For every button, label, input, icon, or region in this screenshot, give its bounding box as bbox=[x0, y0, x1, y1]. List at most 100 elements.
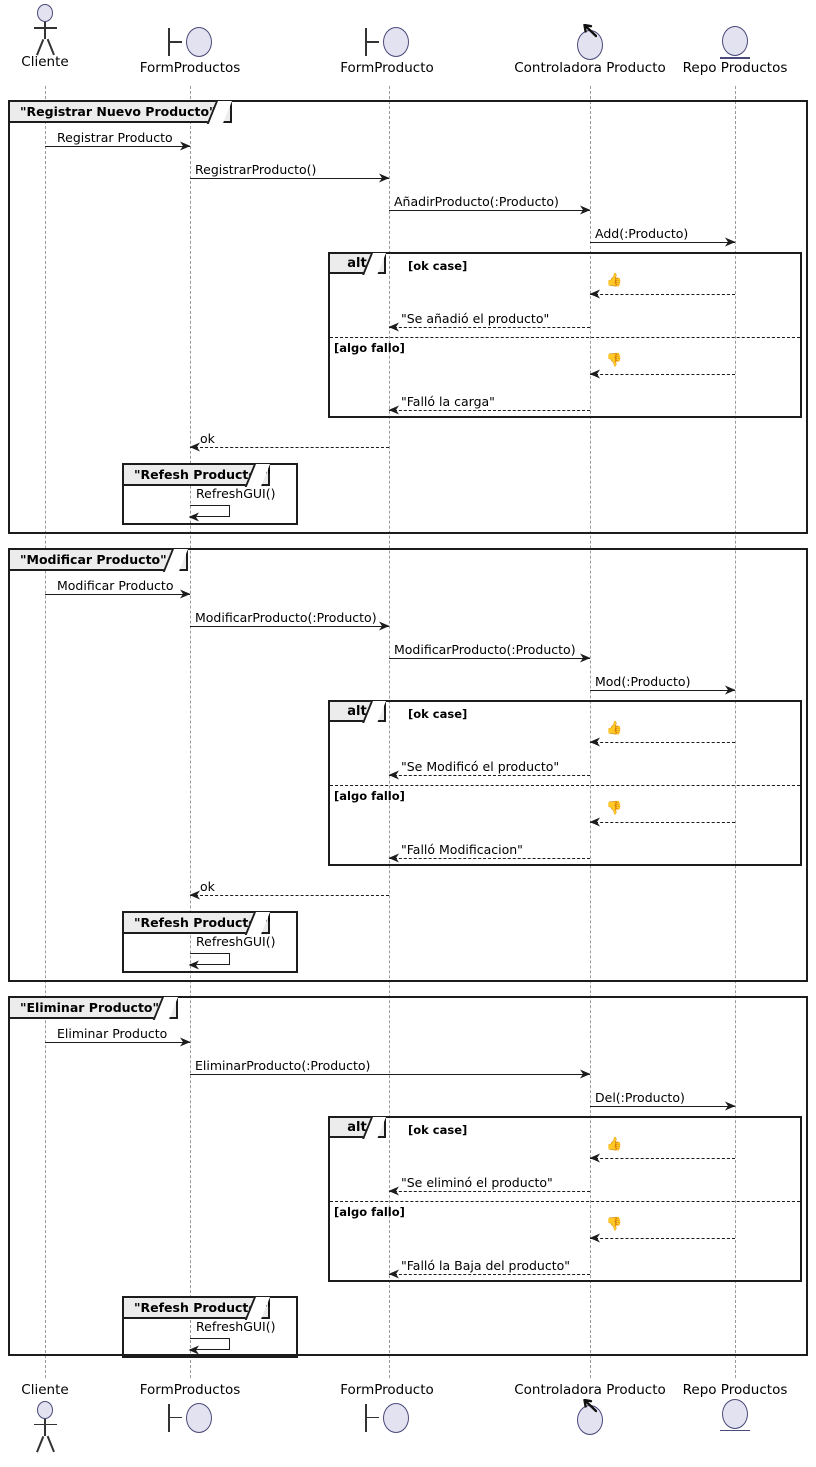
message-mod-call[interactable]: Mod(:Producto) bbox=[590, 675, 736, 695]
fragment-refesh-2[interactable]: "Refesh Productos" bbox=[122, 911, 298, 973]
message-fallo-modificacion[interactable]: "Falló Modificacion" bbox=[388, 843, 590, 863]
participant-label: Cliente bbox=[21, 54, 69, 70]
message-label: Modificar Producto bbox=[57, 577, 174, 593]
arrowhead-icon bbox=[725, 1101, 736, 1111]
message-label: ok bbox=[200, 430, 215, 446]
participant-controladora-top[interactable]: Controladora Producto bbox=[505, 24, 675, 76]
guard-ok: [ok case] bbox=[408, 259, 468, 273]
fragment-modificar[interactable]: "Modificar Producto" bbox=[8, 548, 808, 982]
message-label: "Falló la Baja del producto" bbox=[401, 1257, 571, 1273]
fragment-registrar[interactable]: "Registrar Nuevo Producto" bbox=[8, 100, 808, 534]
arrowhead-icon bbox=[388, 770, 399, 780]
message-fallo-carga[interactable]: "Falló la carga" bbox=[388, 395, 590, 415]
message-label: RefreshGUI() bbox=[196, 486, 276, 501]
message-ok-to-formproductos-2[interactable]: ok bbox=[189, 880, 389, 900]
message-se-anadio[interactable]: "Se añadió el producto" bbox=[388, 312, 590, 332]
fragment-label: "Modificar Producto" bbox=[10, 549, 188, 572]
arrowhead-icon bbox=[189, 442, 200, 452]
message-anadirproducto-call[interactable]: AñadirProducto(:Producto) bbox=[389, 195, 591, 215]
alt-fragment-registrar[interactable]: alt [ok case] [algo fallo] bbox=[328, 252, 802, 418]
message-label: ModificarProducto(:Producto) bbox=[195, 609, 377, 625]
alt-divider bbox=[330, 337, 800, 338]
message-label: "Falló Modificacion" bbox=[401, 841, 523, 857]
message-modificar-producto[interactable]: Modificar Producto bbox=[45, 579, 191, 599]
message-label: "Falló la carga" bbox=[401, 393, 495, 409]
message-modificarproducto-call-1[interactable]: ModificarProducto(:Producto) bbox=[190, 611, 390, 631]
thumbs-down-icon: 👎 bbox=[606, 801, 623, 816]
participant-label: FormProducto bbox=[340, 60, 434, 76]
participant-cliente-top[interactable]: Cliente bbox=[0, 4, 90, 70]
fragment-label: "Refesh Productos" bbox=[124, 464, 271, 487]
message-label: Mod(:Producto) bbox=[595, 673, 691, 689]
lifeline-formproducto bbox=[389, 86, 390, 1378]
message-eliminar-producto[interactable]: Eliminar Producto bbox=[45, 1027, 191, 1047]
lifeline-cliente bbox=[45, 86, 46, 1378]
alt-divider bbox=[330, 785, 800, 786]
guard-fail: [algo fallo] bbox=[334, 1205, 405, 1219]
lifeline-repo bbox=[735, 86, 736, 1378]
participant-label: Repo Productos bbox=[682, 60, 788, 76]
message-se-elimino[interactable]: "Se eliminó el producto" bbox=[388, 1176, 590, 1196]
participant-repo-bottom[interactable]: Repo Productos bbox=[670, 1383, 800, 1436]
participant-formproducto-top[interactable]: FormProducto bbox=[320, 22, 454, 76]
thumbs-down-icon: 👎 bbox=[606, 353, 623, 368]
arrowhead-icon bbox=[388, 853, 399, 863]
message-modificarproducto-call-2[interactable]: ModificarProducto(:Producto) bbox=[389, 643, 591, 663]
arrowhead-icon bbox=[725, 685, 736, 695]
self-message-refreshgui-2[interactable]: RefreshGUI() bbox=[188, 935, 275, 970]
entity-icon bbox=[720, 1398, 750, 1435]
participant-label: FormProductos bbox=[139, 60, 241, 76]
message-fallo-baja[interactable]: "Falló la Baja del producto" bbox=[388, 1259, 590, 1279]
arrowhead-icon bbox=[589, 1233, 600, 1243]
message-fail-return-repo[interactable]: 👎 bbox=[589, 354, 735, 379]
participant-cliente-bottom[interactable]: Cliente bbox=[0, 1383, 90, 1452]
arrowhead-icon bbox=[379, 621, 390, 631]
alt-fragment-modificar[interactable]: alt [ok case] [algo fallo] bbox=[328, 700, 802, 866]
message-ok-to-formproductos[interactable]: ok bbox=[189, 432, 389, 452]
participant-controladora-bottom[interactable]: Controladora Producto bbox=[505, 1383, 675, 1438]
participant-formproductos-bottom[interactable]: FormProductos bbox=[120, 1383, 260, 1438]
arrowhead-icon bbox=[180, 141, 191, 151]
message-fail-return-repo-3[interactable]: 👎 bbox=[589, 1218, 735, 1243]
boundary-icon bbox=[168, 1402, 212, 1434]
message-ok-return-repo[interactable]: 👍 bbox=[589, 274, 735, 299]
arrowhead-icon bbox=[388, 1269, 399, 1279]
guard-fail: [algo fallo] bbox=[334, 789, 405, 803]
message-label: Add(:Producto) bbox=[595, 225, 689, 241]
guard-ok: [ok case] bbox=[408, 707, 468, 721]
fragment-refesh-1[interactable]: "Refesh Productos" bbox=[122, 463, 298, 525]
arrowhead-icon bbox=[580, 205, 591, 215]
boundary-icon bbox=[168, 26, 212, 58]
message-fail-return-repo-2[interactable]: 👎 bbox=[589, 802, 735, 827]
message-registrarproducto-call[interactable]: RegistrarProducto() bbox=[190, 163, 390, 183]
alt-divider bbox=[330, 1201, 800, 1202]
participant-formproducto-bottom[interactable]: FormProducto bbox=[320, 1382, 454, 1438]
actor-icon bbox=[30, 4, 60, 56]
message-del-call[interactable]: Del(:Producto) bbox=[590, 1091, 736, 1111]
message-ok-return-repo-2[interactable]: 👍 bbox=[589, 722, 735, 747]
message-ok-return-repo-3[interactable]: 👍 bbox=[589, 1138, 735, 1163]
self-message-refreshgui-3[interactable]: RefreshGUI() bbox=[188, 1320, 275, 1355]
lifeline-controladora bbox=[590, 86, 591, 1378]
participant-repo-top[interactable]: Repo Productos bbox=[670, 26, 800, 76]
participant-label: FormProducto bbox=[340, 1382, 434, 1398]
message-label: Registrar Producto bbox=[57, 129, 173, 145]
message-label: ModificarProducto(:Producto) bbox=[394, 641, 576, 657]
message-add-call[interactable]: Add(:Producto) bbox=[590, 227, 736, 247]
message-label: RefreshGUI() bbox=[196, 934, 276, 949]
message-label: ok bbox=[200, 878, 215, 894]
alt-keyword: alt bbox=[330, 1117, 386, 1139]
guard-fail: [algo fallo] bbox=[334, 341, 405, 355]
participant-formproductos-top[interactable]: FormProductos bbox=[120, 22, 260, 76]
message-se-modifico[interactable]: "Se Modificó el producto" bbox=[388, 760, 590, 780]
message-registrar-producto[interactable]: Registrar Producto bbox=[45, 131, 191, 151]
self-message-refreshgui-1[interactable]: RefreshGUI() bbox=[188, 487, 275, 522]
arrowhead-icon bbox=[589, 737, 600, 747]
fragment-refesh-3[interactable]: "Refesh Productos" bbox=[122, 1296, 298, 1358]
fragment-eliminar[interactable]: "Eliminar Producto" bbox=[8, 996, 808, 1356]
alt-fragment-eliminar[interactable]: alt [ok case] [algo fallo] bbox=[328, 1116, 802, 1282]
fragment-label: "Eliminar Producto" bbox=[10, 997, 178, 1020]
thumbs-down-icon: 👎 bbox=[606, 1217, 623, 1232]
arrowhead-icon bbox=[589, 1153, 600, 1163]
message-eliminarproducto-call[interactable]: EliminarProducto(:Producto) bbox=[190, 1059, 591, 1079]
